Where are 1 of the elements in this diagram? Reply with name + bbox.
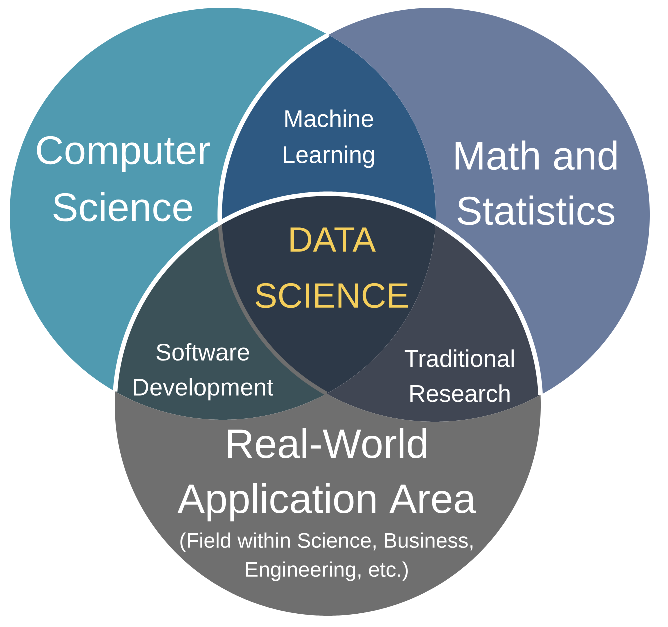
overlap-region: Machine Learning	[220, 35, 436, 224]
